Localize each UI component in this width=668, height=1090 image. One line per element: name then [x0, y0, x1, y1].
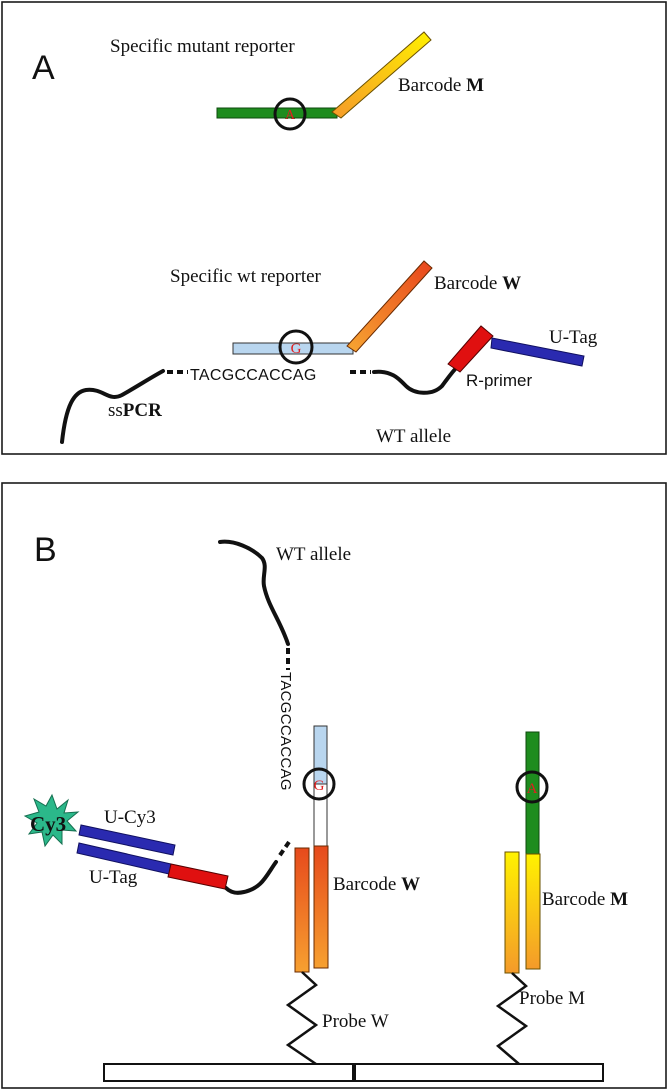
- panel-a-label: A: [32, 49, 55, 87]
- mutation-site-circle: [273, 97, 307, 131]
- mutant-reporter-label: Specific mutant reporter: [110, 36, 295, 57]
- barcode-m-label-b: Barcode M: [542, 889, 628, 910]
- mutant-base-letter: A: [285, 108, 296, 123]
- wt-base-letter-b: G: [314, 778, 325, 794]
- r-primer-strand: [447, 325, 494, 373]
- barcode-m-vertical: [525, 853, 541, 970]
- probe-w-linker: [285, 971, 319, 1066]
- u-tag-strand: [490, 337, 585, 367]
- wt-allele-strand-b: [218, 539, 290, 646]
- u-cy3-label: U-Cy3: [104, 807, 156, 828]
- wt-reporter-vertical: [313, 725, 328, 785]
- probe-w-label: Probe W: [322, 1011, 389, 1032]
- wt-site-circle-b: [302, 767, 336, 801]
- mutant-base-letter-b: A: [527, 781, 538, 797]
- barcode-m-strand: [331, 31, 432, 119]
- wt-base-letter: G: [291, 341, 302, 357]
- sspcr-label: ssPCR: [108, 400, 162, 421]
- probe-w-barcode: [294, 847, 310, 973]
- wt-site-circle: [278, 329, 314, 365]
- support-surface-left: [103, 1063, 355, 1082]
- panel-b-label: B: [34, 531, 57, 569]
- barcode-w-label: Barcode W: [434, 273, 521, 294]
- sspcr-strand: [60, 369, 165, 444]
- r-primer-strand-b: [167, 863, 229, 890]
- target-sequence-vertical: TACGCCACCAG: [277, 672, 294, 791]
- panel-a-frame: [1, 1, 667, 455]
- barcode-m-label: Barcode M: [398, 75, 484, 96]
- wt-reporter-label: Specific wt reporter: [170, 266, 322, 287]
- support-surface-right: [353, 1063, 604, 1082]
- wt-allele-label: WT allele: [376, 426, 451, 447]
- cy3-star: [23, 793, 80, 848]
- probe-m-barcode: [504, 851, 520, 974]
- r-primer-label: R-primer: [466, 371, 532, 390]
- cy3-label: Cy3: [30, 812, 66, 836]
- probe-m-linker: [495, 972, 529, 1065]
- barcode-w-label-b: Barcode W: [333, 874, 420, 895]
- wt-allele-strand: [372, 364, 460, 395]
- panel-b-frame: [1, 482, 667, 1089]
- u-tag-label: U-Tag: [549, 327, 598, 348]
- u-cy3-strand: [78, 824, 176, 856]
- wt-allele-label-b: WT allele: [276, 544, 351, 565]
- target-sequence: TACGCCACCAG: [190, 367, 317, 384]
- mutation-site-circle-b: [515, 770, 549, 804]
- strand-dotted-bottom-b: [276, 840, 291, 860]
- probe-m-label: Probe M: [519, 988, 585, 1009]
- barcode-w-vertical: [313, 845, 329, 969]
- barcode-w-strand: [346, 260, 433, 353]
- strand-hook-b: [224, 860, 278, 895]
- u-tag-label-b: U-Tag: [89, 867, 138, 888]
